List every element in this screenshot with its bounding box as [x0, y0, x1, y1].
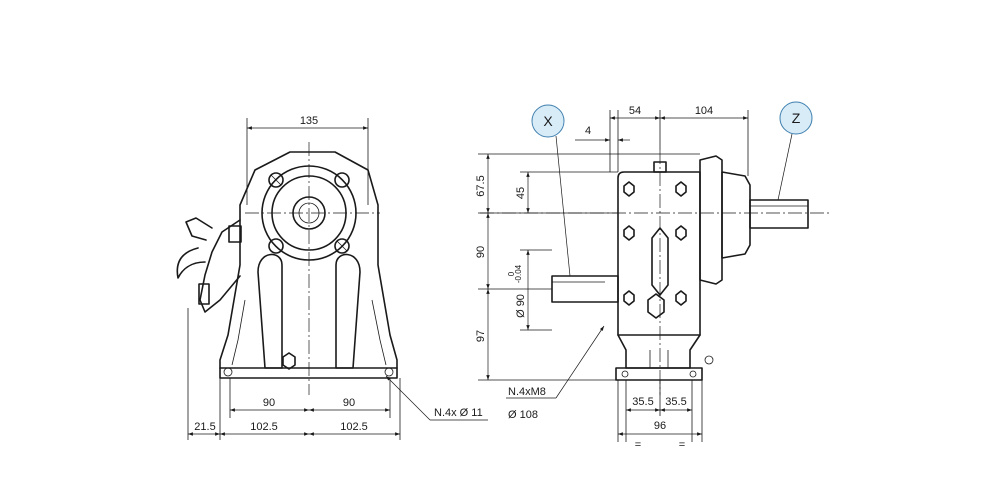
dim-shaft-dia: Ø 90: [515, 294, 527, 318]
housing-bolt-icon: [623, 181, 687, 319]
right-rib-edge: [371, 299, 387, 366]
callout-x: X: [531, 104, 571, 277]
foot-hole-left: [223, 367, 233, 377]
dim-foot-right: 35.5: [665, 396, 686, 408]
thread-leader: [555, 325, 605, 399]
housing-outline: [219, 151, 398, 379]
callout-z-leader: [777, 133, 793, 201]
flange-outer: [261, 165, 357, 261]
output-shaft: [749, 199, 809, 229]
dim-flange: 54: [629, 105, 641, 117]
flange-bolt-icon: [268, 172, 350, 254]
dim-outer-right: 102.5: [340, 421, 368, 433]
dim-outer-left: 102.5: [250, 421, 278, 433]
foot-hole-right: [384, 367, 394, 377]
callout-x-bubble: [531, 104, 565, 138]
front-view: 135 90 90 102.5 102.5 21.5 N.4x Ø 11: [176, 115, 488, 440]
dim-h-bot: 97: [475, 330, 487, 342]
flange-pilot: [271, 175, 347, 251]
input-shaft: [551, 275, 619, 303]
holes-leader: [385, 375, 431, 421]
dim-gap: 4: [585, 125, 591, 137]
output-bore-inner: [298, 202, 320, 224]
dim-h-mid: 90: [475, 246, 487, 258]
dim-shaft-len: 104: [695, 105, 713, 117]
thread-note: N.4xM8: [508, 386, 546, 398]
dim-half-left: 90: [263, 397, 275, 409]
side-plug-icon: [704, 355, 714, 365]
holes-note: N.4x Ø 11: [434, 407, 483, 419]
dim-eq-right: =: [679, 439, 685, 451]
callout-z-label: Z: [792, 110, 801, 126]
base-hole-left: [621, 370, 629, 378]
dim-half-right: 90: [343, 397, 355, 409]
dim-foot-left: 35.5: [632, 396, 653, 408]
crank-grip: [198, 283, 210, 305]
drain-plug-icon: [282, 352, 296, 370]
side-housing: [617, 171, 701, 369]
side-view: 67.5 90 97 45 Ø 90 0 -0.04 4 54 104 35.5…: [475, 105, 830, 451]
dim-foot-total: 96: [654, 420, 666, 432]
breather-boss: [653, 161, 667, 173]
dim-width-top: 135: [300, 115, 318, 127]
callout-x-label: X: [543, 113, 553, 129]
hand-crank: [176, 217, 242, 313]
crank-mount: [228, 225, 242, 243]
dim-tol-upper: 0: [507, 271, 516, 276]
dim-offset: 21.5: [194, 421, 215, 433]
callout-x-leader: [555, 135, 571, 277]
bolt-circle-note: Ø 108: [508, 409, 538, 421]
housing-inner-cavity: [257, 253, 283, 369]
callout-z-bubble: [779, 101, 813, 135]
bearing-cap: [721, 171, 751, 259]
side-base-plate: [615, 367, 703, 381]
dim-tol-lower: -0.04: [514, 264, 523, 283]
dim-h-top: 67.5: [475, 175, 487, 196]
dim-h-sub: 45: [515, 187, 527, 199]
adjuster-slot: [651, 227, 669, 296]
callout-z: Z: [777, 101, 813, 201]
housing-inner-cavity-right: [335, 253, 361, 369]
dim-eq-left: =: [635, 439, 641, 451]
base-hole-right: [689, 370, 697, 378]
side-flange: [699, 155, 723, 285]
output-bore: [292, 196, 326, 230]
left-rib-edge: [231, 299, 246, 366]
